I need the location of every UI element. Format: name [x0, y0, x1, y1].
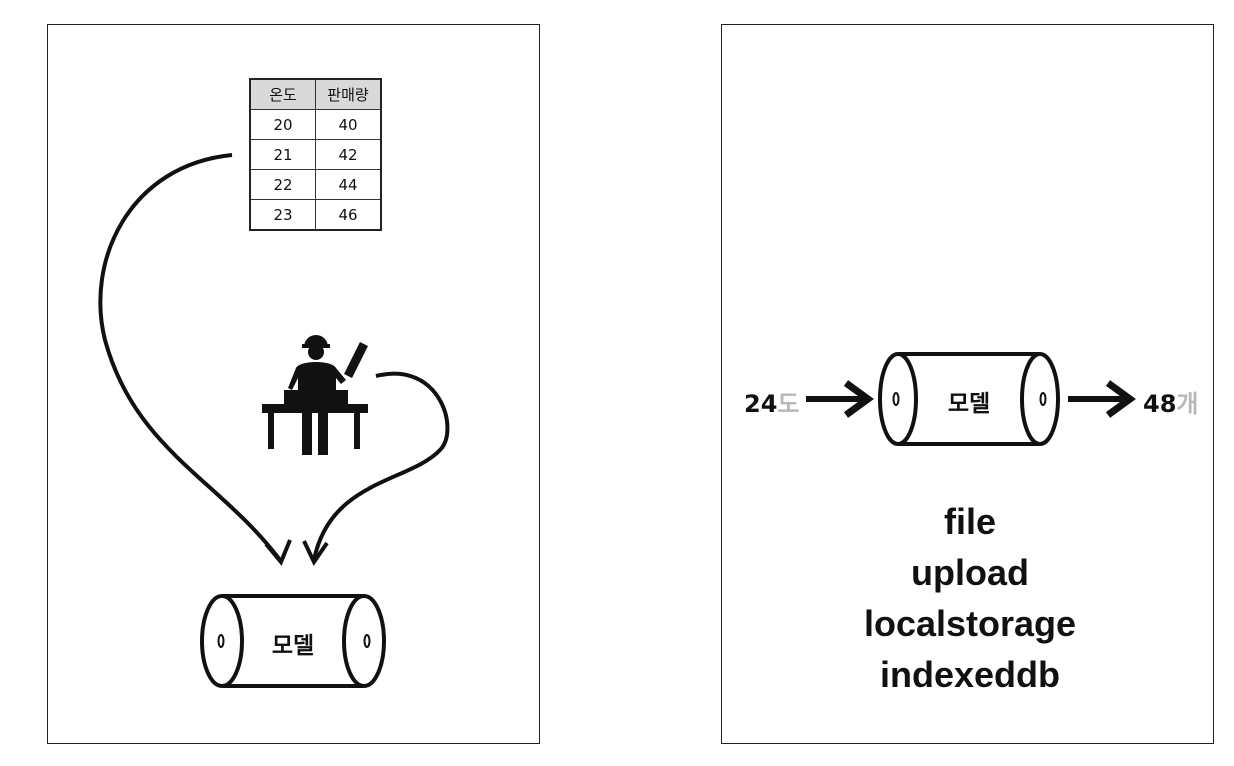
header-sales: 판매량: [315, 78, 382, 110]
cell-sales: 40: [315, 109, 382, 140]
output-value: 48: [1143, 390, 1177, 418]
input-value: 24: [744, 390, 778, 418]
output-unit: 개: [1176, 390, 1199, 418]
worker-arrow-head: [302, 540, 329, 566]
model-cylinder-right: [878, 352, 1060, 446]
cell-temperature: 21: [249, 139, 316, 170]
temperature-sales-table: 온도 판매량 20 40 21 42 22 44 23 46: [249, 78, 382, 231]
storage-option: file: [943, 501, 996, 542]
table-row: 22 44: [249, 169, 382, 200]
cell-sales: 44: [315, 169, 382, 200]
model-label-right: 모델: [947, 391, 991, 417]
storage-option: localstorage: [863, 603, 1077, 644]
table-arrow-head: [264, 539, 292, 566]
cell-temperature: 20: [249, 109, 316, 140]
output-value-text: 48개: [1143, 384, 1199, 419]
cell-sales: 46: [315, 199, 382, 231]
cell-temperature: 22: [249, 169, 316, 200]
model-cylinder-left: [200, 594, 386, 688]
output-arrow: [1068, 380, 1136, 418]
worker-at-workbench-icon: [262, 335, 368, 455]
storage-options-list: file upload localstorage indexeddb: [760, 496, 1180, 700]
cell-sales: 42: [315, 139, 382, 170]
worker-to-model-arrow: [312, 371, 450, 561]
input-unit: 도: [777, 390, 800, 418]
header-temperature: 온도: [249, 78, 316, 110]
model-label-left: 모델: [271, 633, 315, 659]
cell-temperature: 23: [249, 199, 316, 231]
table-header-row: 온도 판매량: [249, 78, 382, 110]
input-value-text: 24도: [744, 384, 800, 419]
right-panel: [721, 24, 1214, 744]
storage-option: indexeddb: [879, 654, 1061, 695]
input-arrow: [806, 380, 874, 418]
table-row: 23 46: [249, 199, 382, 231]
table-to-model-arrow: [98, 153, 282, 562]
storage-option: upload: [911, 552, 1029, 593]
table-row: 20 40: [249, 109, 382, 140]
table-row: 21 42: [249, 139, 382, 170]
